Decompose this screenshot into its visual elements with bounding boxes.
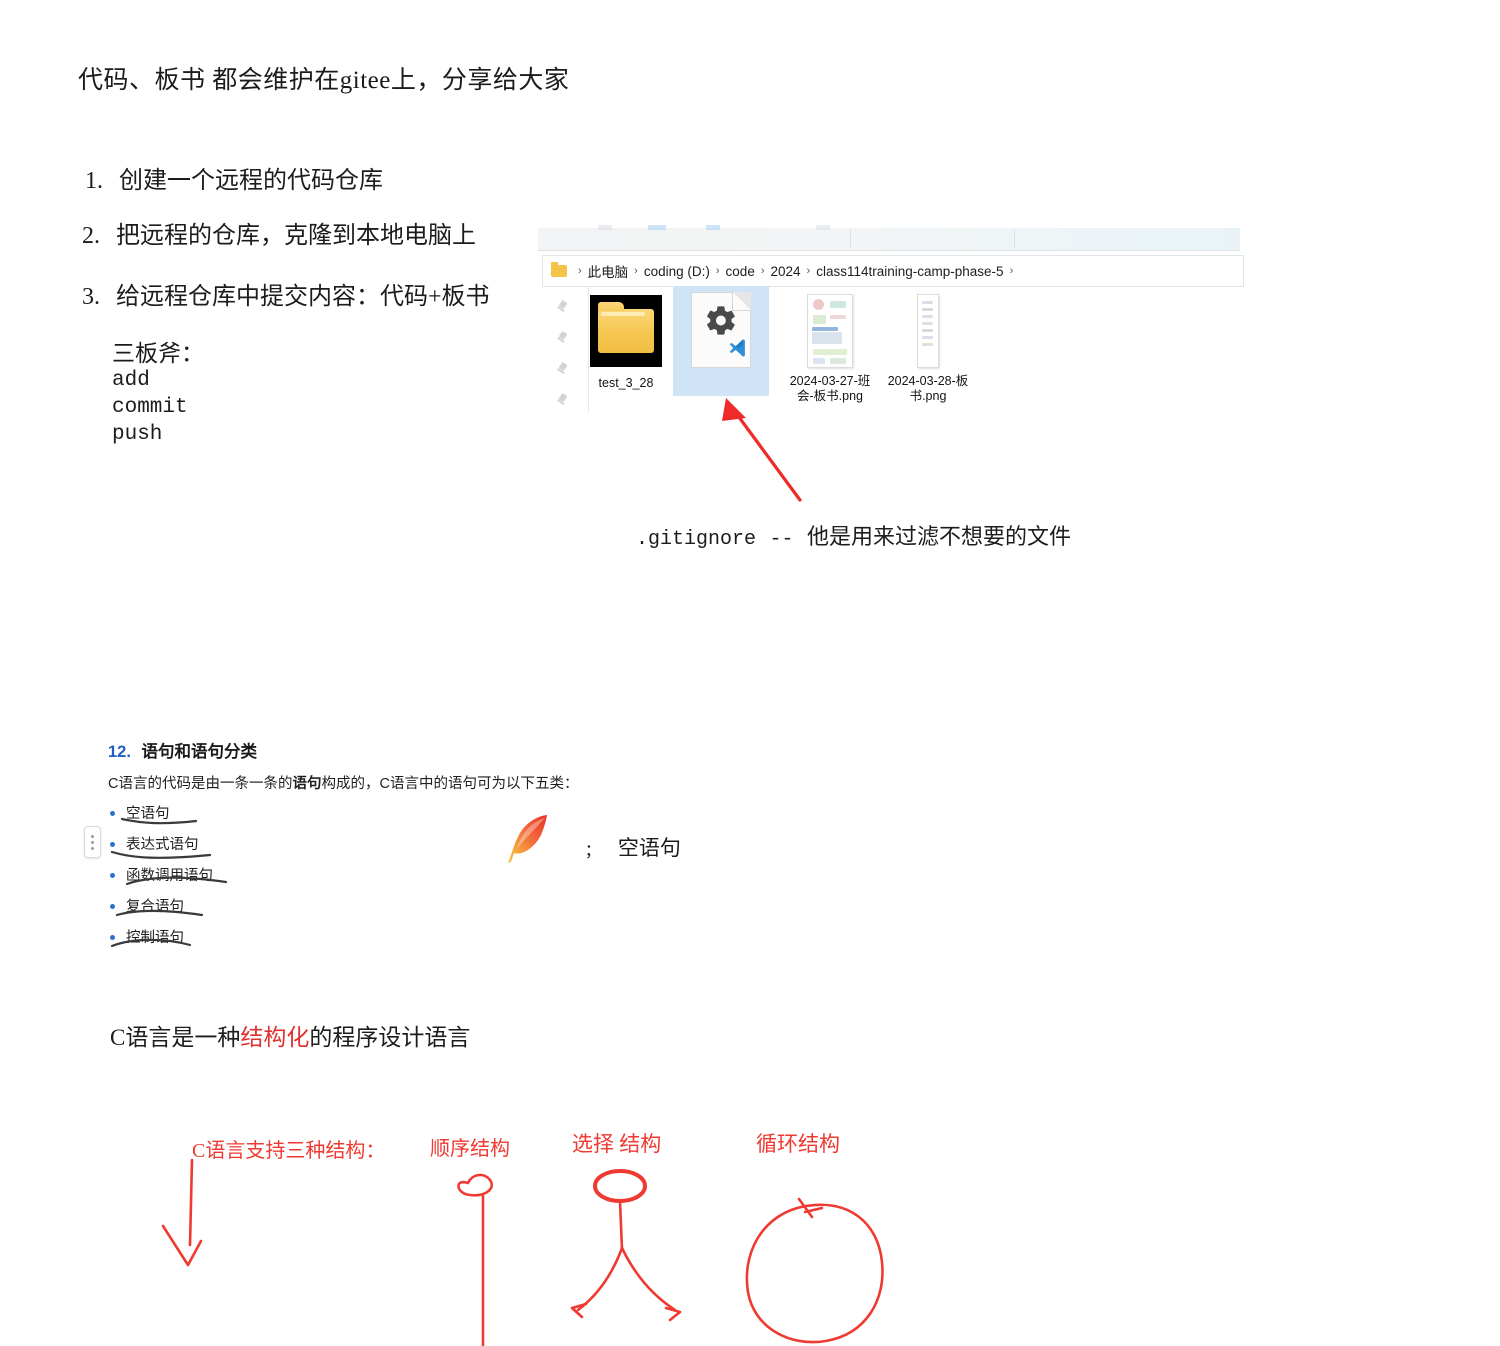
handwritten-intro: C语言支持三种结构： — [192, 1140, 386, 1162]
list-item: 3. 给远程仓库中提交内容：代码+板书 — [82, 276, 490, 311]
section-heading-title: 语句和语句分类 — [141, 743, 258, 761]
file-label: test_3_28 — [598, 376, 654, 390]
gitignore-annotation-code: .gitignore — [636, 528, 757, 551]
explorer-toolbar — [538, 225, 1240, 251]
selection-stem — [618, 1199, 624, 1252]
command-add: add — [112, 369, 150, 392]
breadcrumb-item-2024[interactable]: 2024 — [770, 263, 801, 279]
image-thumbnail-icon — [782, 288, 878, 374]
bullet-dot-icon — [110, 903, 115, 909]
list-item: 1. 创建一个远程的代码仓库 — [85, 160, 383, 195]
down-arrow-shaft — [188, 1158, 194, 1247]
breadcrumb-separator: › — [1009, 265, 1014, 277]
list-item-bullet: 复合语句 — [110, 895, 184, 916]
selection-arrow-right — [664, 1306, 682, 1322]
pin-icon[interactable] — [556, 393, 570, 407]
feather-icon — [506, 812, 552, 873]
breadcrumb-item-this-pc[interactable]: 此电脑 — [587, 265, 629, 280]
pin-icon[interactable] — [556, 362, 570, 376]
breadcrumb-item-code[interactable]: code — [725, 263, 755, 279]
breadcrumb-separator: › — [578, 265, 582, 277]
bullet-dot-icon — [110, 872, 115, 878]
gear-file-icon — [673, 286, 769, 374]
list-item-index: 2. — [82, 223, 100, 249]
folder-icon — [551, 262, 567, 277]
breadcrumb-separator: › — [634, 265, 638, 277]
structured-highlight: 结构化 — [240, 1025, 310, 1050]
gitignore-annotation: .gitignore -- 他是用来过滤不想要的文件 — [636, 519, 1071, 551]
breadcrumb-item-coding-d[interactable]: coding (D:) — [643, 263, 710, 279]
empty-statement-label: 空语句 — [617, 836, 681, 860]
list-item-index: 3. — [82, 284, 100, 310]
bullet-label: 表达式语句 — [126, 837, 199, 853]
command-commit: commit — [112, 396, 188, 419]
selection-circle — [593, 1169, 647, 1203]
empty-statement-example: ; 空语句 — [586, 832, 681, 862]
pin-icon[interactable] — [556, 331, 570, 345]
list-item-index: 1. — [85, 168, 103, 194]
file-label: 2024-03-27-班会-板书.png — [789, 374, 871, 403]
list-item-label: 给远程仓库中提交内容：代码+板书 — [116, 284, 490, 310]
gear-icon — [704, 304, 738, 343]
gitignore-annotation-text: 他是用来过滤不想要的文件 — [807, 524, 1072, 549]
bullet-label: 复合语句 — [126, 899, 184, 915]
handwritten-shapes — [161, 1158, 884, 1346]
section-intro-suffix: 构成的，C语言中的语句可为以下五类： — [321, 776, 579, 792]
breadcrumb-separator: › — [806, 265, 811, 277]
breadcrumb-item-class114[interactable]: class114training-camp-phase-5 — [816, 263, 1004, 279]
section-intro: C语言的代码是由一条一条的语句构成的，C语言中的语句可为以下五类： — [108, 772, 578, 793]
breadcrumb[interactable]: › 此电脑 › coding (D:) › code › 2024 › clas… — [542, 255, 1244, 287]
bullet-label: 函数调用语句 — [126, 868, 213, 884]
file-item-gitignore[interactable]: .gitignore — [673, 286, 769, 396]
structured-suffix: 的程序设计语言 — [309, 1025, 471, 1050]
selection-branch-right — [620, 1246, 677, 1312]
drag-handle[interactable] — [84, 826, 101, 858]
sequence-loop — [457, 1173, 493, 1197]
handwritten-structure-selection: 选择 结构 — [572, 1132, 662, 1156]
selection-arrow-left — [570, 1302, 588, 1319]
bullet-label: 控制语句 — [126, 930, 184, 946]
navigation-pane — [542, 286, 589, 412]
list-item-bullet: 函数调用语句 — [110, 864, 213, 885]
pin-icon[interactable] — [556, 300, 570, 314]
vscode-icon — [726, 337, 748, 364]
structured-prefix: C语言是一种 — [110, 1025, 241, 1050]
bullet-label: 空语句 — [126, 806, 170, 822]
structured-language-line: C语言是一种结构化的程序设计语言 — [110, 1018, 470, 1052]
down-arrow-head — [161, 1224, 203, 1267]
file-explorer-screenshot: › 此电脑 › coding (D:) › code › 2024 › clas… — [538, 225, 1244, 518]
file-item[interactable]: 2024-03-28-板书.png — [880, 288, 976, 405]
folder-icon — [578, 288, 674, 374]
breadcrumb-separator: › — [715, 265, 720, 277]
list-item-bullet: 表达式语句 — [110, 833, 199, 854]
selection-branch-left — [576, 1246, 624, 1312]
handwritten-structure-sequence: 顺序结构 — [430, 1138, 510, 1160]
section-intro-bold: 语句 — [292, 776, 322, 792]
handwritten-structure-loop: 循环结构 — [756, 1132, 840, 1156]
file-label: 2024-03-28-板书.png — [887, 374, 969, 403]
section-heading-number: 12. — [108, 743, 131, 761]
three-axes-block: 三板斧： add commit push — [112, 340, 204, 448]
loop-arrow-head — [797, 1197, 824, 1219]
three-axes-label: 三板斧： — [112, 341, 204, 366]
image-thumbnail-icon — [880, 288, 976, 374]
page-title: 代码、板书 都会维护在gitee上，分享给大家 — [78, 67, 570, 94]
file-item[interactable]: 2024-03-27-班会-板书.png — [782, 288, 878, 405]
breadcrumb-separator: › — [760, 265, 765, 277]
semicolon-token: ; — [586, 836, 592, 860]
list-item: 2. 把远程的仓库，克隆到本地电脑上 — [82, 215, 476, 250]
command-push: push — [112, 423, 163, 446]
list-item-label: 创建一个远程的代码仓库 — [119, 168, 383, 194]
loop-circle — [745, 1203, 884, 1344]
section-heading: 12. 语句和语句分类 — [108, 738, 257, 762]
list-item-bullet: 控制语句 — [110, 926, 184, 947]
bullet-dot-icon — [110, 841, 115, 847]
section-intro-prefix: C语言的代码是由一条一条的 — [108, 776, 293, 792]
list-item-bullet: 空语句 — [110, 802, 170, 823]
gitignore-annotation-dash: -- — [769, 528, 794, 551]
bullet-dot-icon — [110, 934, 115, 940]
file-item[interactable]: test_3_28 — [578, 288, 674, 392]
bullet-dot-icon — [110, 810, 115, 816]
list-item-label: 把远程的仓库，克隆到本地电脑上 — [116, 223, 476, 249]
